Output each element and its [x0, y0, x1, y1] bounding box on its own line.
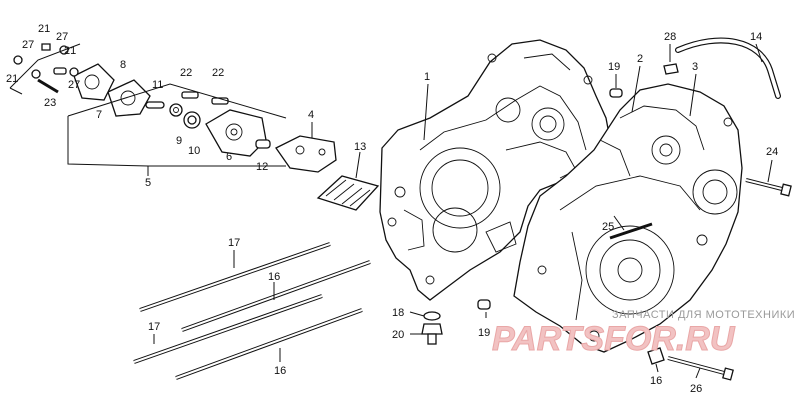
pump-shaft	[255, 139, 271, 149]
dowel-pin-lower	[477, 299, 491, 310]
label-part-8: 8	[120, 59, 126, 71]
right-crankcase	[513, 83, 743, 353]
left-bolt-stack	[9, 43, 81, 95]
label-part-21-mid: 21	[64, 45, 76, 57]
long-studs	[133, 242, 371, 380]
oil-pump-body	[205, 109, 267, 157]
label-part-3: 3	[692, 61, 698, 73]
tube-clip	[663, 63, 679, 75]
bolt-26	[667, 356, 734, 381]
label-part-12: 12	[256, 161, 268, 173]
label-part-18-drain: 18	[392, 307, 404, 319]
label-part-25: 25	[602, 221, 614, 233]
label-part-21-left: 21	[6, 73, 18, 85]
label-part-21-top: 21	[38, 23, 50, 35]
dowel-pin-upper	[609, 88, 623, 98]
label-part-19-upper: 19	[608, 61, 620, 73]
left-crankcase	[379, 39, 613, 301]
label-part-26: 26	[690, 383, 702, 395]
label-part-23: 23	[44, 97, 56, 109]
pump-plate	[275, 135, 337, 173]
bolt-24	[745, 178, 792, 197]
label-part-17-upper: 17	[228, 237, 240, 249]
label-part-24: 24	[766, 146, 778, 158]
label-part-9: 9	[176, 135, 182, 147]
label-part-15: 16	[650, 375, 662, 387]
watermark: ЗАПЧАСТИ ДЛЯ МОТОТЕХНИКИ PARTSFOR.RU	[492, 309, 795, 359]
label-part-27-left: 27	[22, 39, 34, 51]
pump-cover	[73, 63, 115, 101]
pump-gasket	[107, 79, 151, 117]
label-part-22-right: 22	[212, 67, 224, 79]
oil-screen	[316, 175, 380, 211]
label-part-10: 10	[188, 145, 200, 157]
part-labels: 1 2 3 4 5 6 7 8 9 10 11 12 13 14 16 16 1…	[6, 23, 778, 395]
label-part-16-lower: 16	[274, 365, 286, 377]
watermark-tagline: ЗАПЧАСТИ ДЛЯ МОТОТЕХНИКИ	[612, 309, 795, 321]
label-part-28: 28	[664, 31, 676, 43]
label-part-6: 6	[226, 151, 232, 163]
label-part-16-upper: 16	[268, 271, 280, 283]
label-part-13: 13	[354, 141, 366, 153]
label-part-5: 5	[145, 177, 151, 189]
stud-25	[609, 222, 653, 240]
bushing-15	[647, 347, 665, 365]
label-part-7: 7	[96, 109, 102, 121]
pump-bracket-lines	[67, 83, 287, 176]
label-part-19-lower: 19	[478, 327, 490, 339]
drain-bolt	[421, 323, 443, 345]
label-part-2: 2	[637, 53, 643, 65]
watermark-logo: PARTSFOR.RU	[492, 320, 736, 358]
label-part-1: 1	[424, 71, 430, 83]
drain-washer	[423, 311, 441, 321]
label-part-11: 11	[152, 79, 163, 91]
label-part-14: 14	[750, 31, 762, 43]
label-part-4: 4	[308, 109, 314, 121]
label-part-20: 20	[392, 329, 404, 341]
breather-tube	[675, 37, 781, 99]
pump-rotor-inner	[169, 103, 183, 117]
label-part-17-lower: 17	[148, 321, 160, 333]
label-part-27-top: 27	[56, 31, 68, 43]
pump-pin	[145, 101, 165, 109]
pump-rotor	[183, 111, 201, 129]
label-part-22-left: 22	[180, 67, 192, 79]
leader-lines	[153, 43, 773, 379]
label-part-27-right: 27	[68, 79, 80, 91]
